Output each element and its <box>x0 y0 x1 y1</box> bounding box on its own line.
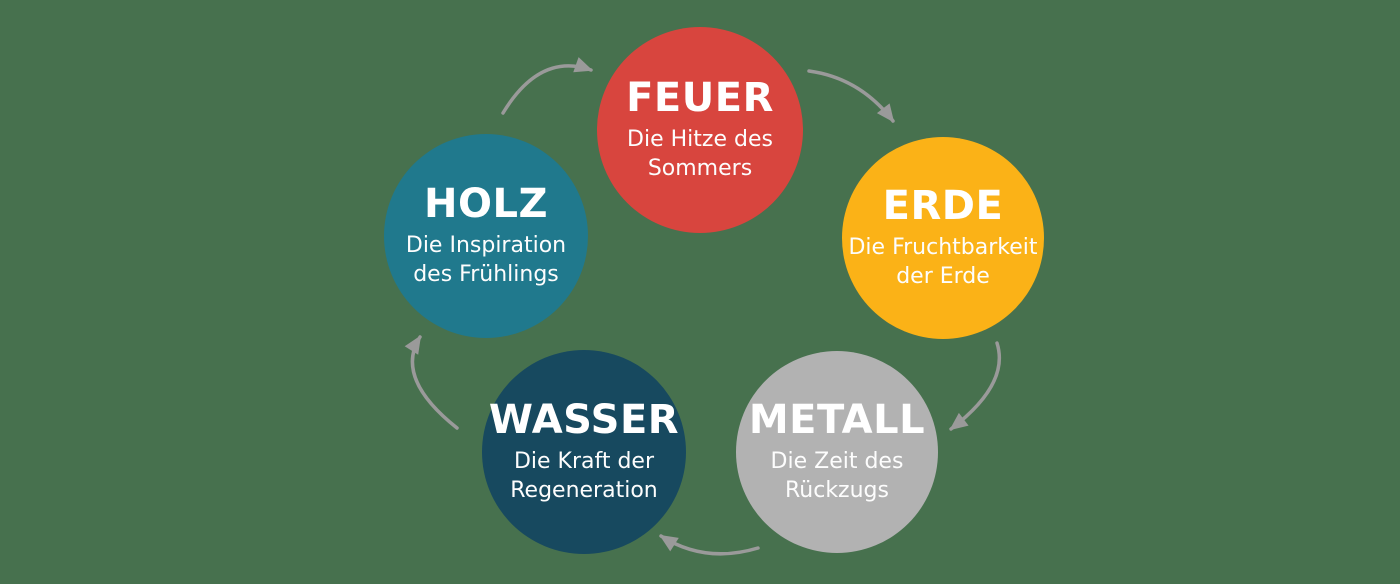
circle-desc-line1: Die Fruchtbarkeit <box>848 234 1038 260</box>
circle-description: Die Kraft der Regeneration <box>510 448 657 505</box>
circle-description: Die Hitze des Sommers <box>627 126 773 183</box>
circle-title: WASSER <box>488 396 680 443</box>
element-circle-holz: HOLZ Die Inspiration des Frühlings <box>384 134 588 338</box>
arrow-feuer-to-erde <box>807 69 895 123</box>
circle-description: Die Inspiration des Frühlings <box>406 232 566 289</box>
element-circle-erde: ERDE Die Fruchtbarkeit der Erde <box>842 137 1044 339</box>
element-circle-feuer: FEUER Die Hitze des Sommers <box>597 27 803 233</box>
circle-desc-line2: des Frühlings <box>413 261 559 287</box>
circle-title: HOLZ <box>424 180 548 227</box>
element-circle-metall: METALL Die Zeit des Rückzugs <box>736 351 938 553</box>
circle-desc-line2: Regeneration <box>510 477 658 503</box>
arrow-holz-to-feuer <box>501 57 593 115</box>
circle-desc-line2: Rückzugs <box>784 477 889 503</box>
arrow-metall-to-wasser <box>659 534 760 556</box>
circle-desc-line2: Sommers <box>647 155 753 181</box>
circle-title: METALL <box>748 396 926 443</box>
circle-desc-line1: Die Kraft der <box>513 448 655 474</box>
circle-desc-line1: Die Hitze des <box>627 126 773 152</box>
arrow-erde-to-metall <box>949 341 1002 431</box>
circle-desc-line2: der Erde <box>896 263 990 289</box>
circle-desc-line1: Die Zeit des <box>770 448 904 474</box>
arrow-wasser-to-holz <box>404 335 459 430</box>
circle-desc-line1: Die Inspiration <box>405 232 567 258</box>
circle-title: FEUER <box>626 74 774 121</box>
circle-description: Die Fruchtbarkeit der Erde <box>848 234 1037 291</box>
circle-title: ERDE <box>882 182 1004 229</box>
element-circle-wasser: WASSER Die Kraft der Regeneration <box>482 350 686 554</box>
circle-description: Die Zeit des Rückzugs <box>771 448 904 505</box>
